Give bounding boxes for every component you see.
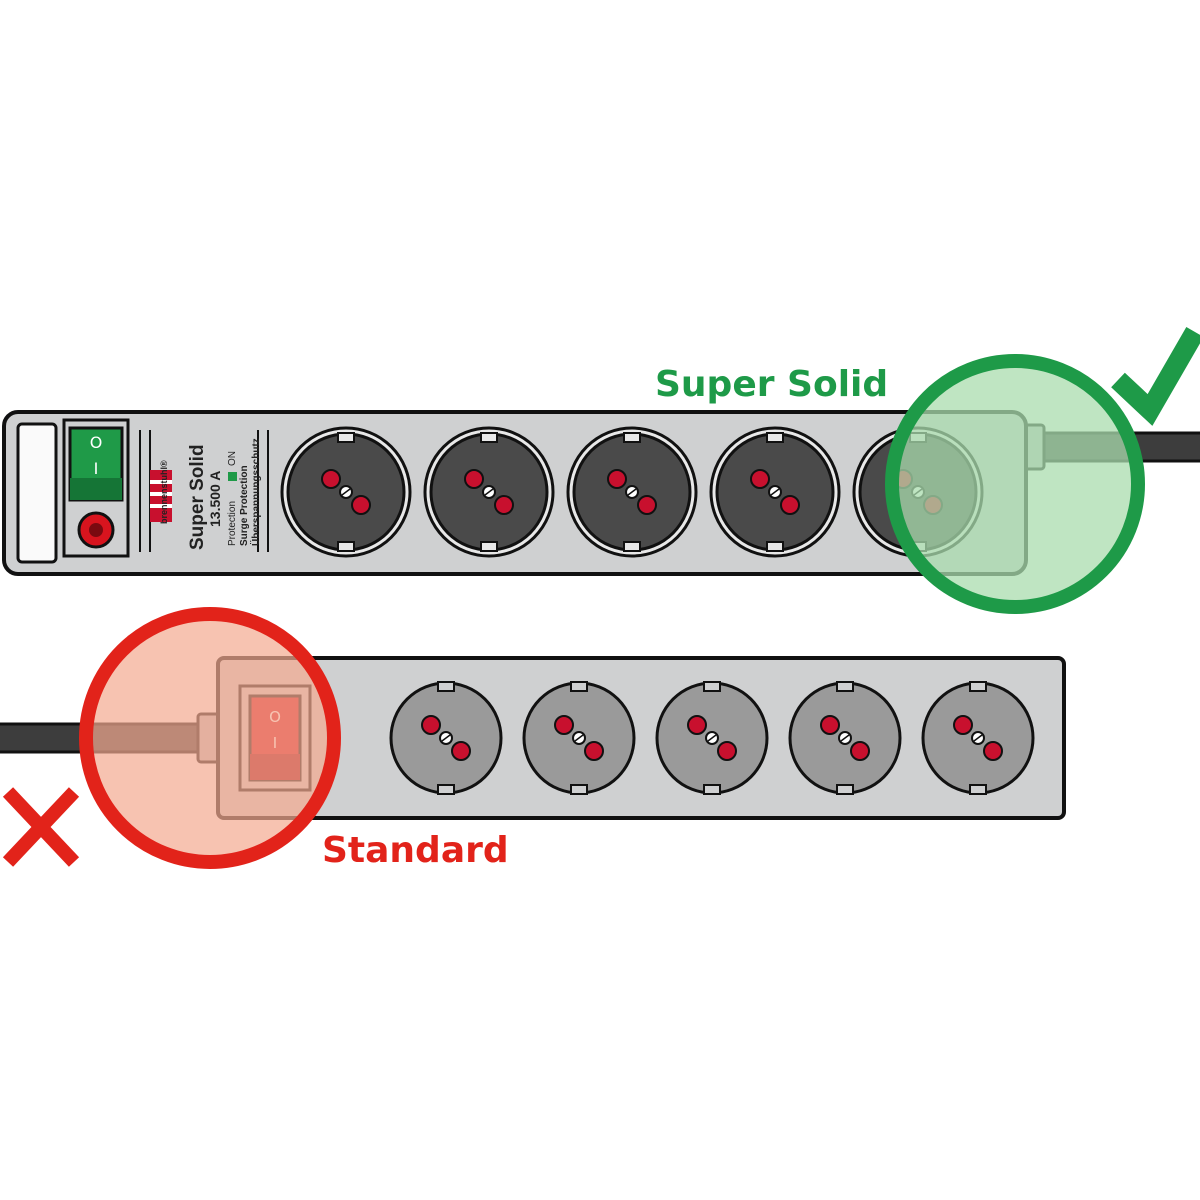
strip-end-window	[16, 422, 58, 564]
pin-hole	[607, 469, 627, 489]
socket-2	[522, 681, 636, 795]
socket-5	[921, 681, 1035, 795]
socket-4	[709, 426, 841, 558]
cross-icon	[2, 787, 80, 867]
pin-hole	[820, 715, 840, 735]
surge-protection-text: Surge Protection	[239, 465, 250, 546]
pin-hole	[953, 715, 973, 735]
switch-on-glyph: I	[94, 459, 99, 478]
pin-hole	[321, 469, 341, 489]
pin-hole	[351, 495, 371, 515]
socket-1	[389, 681, 503, 795]
ueberspannungsschutz-text: Überspannungsschutz	[249, 438, 262, 546]
reset-button	[77, 511, 115, 549]
pin-hole	[464, 469, 484, 489]
pin-hole	[637, 495, 657, 515]
socket-3	[566, 426, 698, 558]
pin-hole	[554, 715, 574, 735]
switch-off-glyph: O	[90, 433, 103, 452]
pin-hole	[421, 715, 441, 735]
good-socket-row	[280, 426, 984, 558]
bad-highlight-circle	[79, 607, 341, 869]
super-solid-label: Super Solid	[655, 364, 888, 405]
pin-hole	[750, 469, 770, 489]
pin-hole	[451, 741, 471, 761]
pin-hole	[983, 741, 1003, 761]
checkmark-icon	[1111, 327, 1200, 426]
socket-3	[655, 681, 769, 795]
brand-name: brennenstuhl®	[159, 460, 169, 524]
pin-hole	[687, 715, 707, 735]
pin-hole	[717, 741, 737, 761]
standard-label: Standard	[322, 830, 509, 871]
protection-label: Protection	[227, 501, 238, 546]
socket-1	[280, 426, 412, 558]
pin-hole	[850, 741, 870, 761]
good-highlight-circle	[885, 354, 1145, 614]
model-name: Super Solid	[187, 444, 208, 550]
pin-hole	[494, 495, 514, 515]
socket-4	[788, 681, 902, 795]
pin-hole	[780, 495, 800, 515]
pin-hole	[584, 741, 604, 761]
on-label: ON	[227, 451, 238, 466]
on-indicator-led	[228, 472, 237, 481]
socket-2	[423, 426, 555, 558]
rating-text: 13.500 A	[207, 471, 223, 527]
brand-logo	[150, 470, 172, 522]
green-rocker-switch: O I	[68, 426, 124, 502]
bad-socket-row	[389, 681, 1035, 795]
